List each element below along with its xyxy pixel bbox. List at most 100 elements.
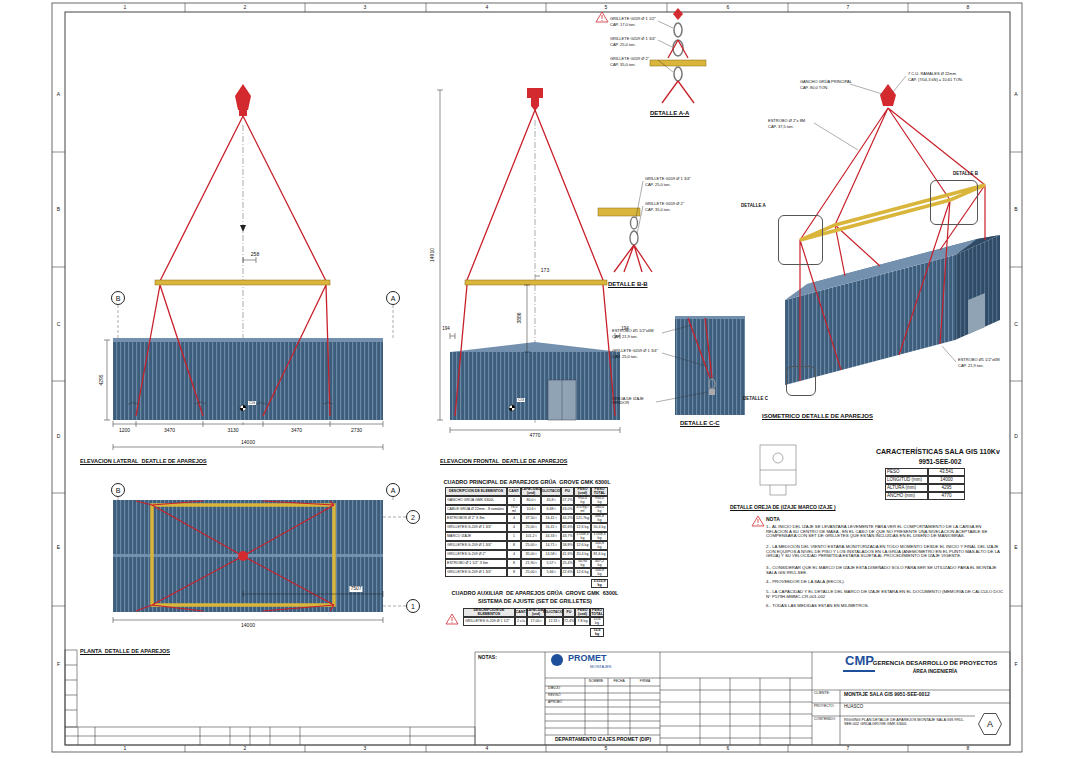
drawing-label: GRILLETE G209 Ø 1 3/4" — [612, 349, 658, 353]
table-cell: 2 c/u — [515, 617, 527, 626]
drawing-label: DETALLE A-A — [650, 110, 689, 117]
detail-b-b-part-part — [614, 245, 652, 272]
drawing-label: 194 — [442, 327, 450, 332]
table-cell: 72,4% — [563, 617, 575, 626]
table-cell: 7,8 kg — [575, 617, 590, 626]
title-block-grid-part — [545, 652, 812, 745]
drawing-label: 8 — [967, 746, 970, 752]
drawing-label: 4 — [486, 746, 489, 752]
grid-bubble: A — [386, 483, 400, 497]
isometric-view-part — [955, 235, 1000, 255]
drawing-label: D — [57, 434, 61, 440]
drawing-label: E — [57, 545, 60, 551]
drawing-label: ELEVACION FRONTAL DEATLLE DE APAREJOS — [440, 458, 567, 464]
detail-b-b-part — [598, 208, 640, 216]
drawing-label: CLIENTE: — [814, 692, 830, 696]
detail-frame: DETALLE B — [930, 180, 978, 225]
table-cell: 50,4 kg — [591, 523, 608, 532]
table-cell: 4 — [507, 550, 521, 559]
table-cell: 1 — [507, 532, 521, 541]
node-label: 2 — [411, 514, 415, 521]
drawing-label: GRILLETE G209 Ø 2" — [610, 57, 649, 61]
detail-a-a-part-part — [658, 21, 673, 72]
plan-view-part — [113, 591, 383, 623]
drawing-label: MONTAJES — [590, 665, 611, 669]
drawing-label: F — [1014, 662, 1017, 668]
table-cell: 65,6% — [561, 523, 574, 532]
drawing-label: 3470 — [291, 428, 302, 434]
drawing-label: CG — [248, 401, 256, 405]
drawing-label: SISTEMA DE AJUSTE (SET DE GRILLETES) — [478, 598, 592, 604]
isometric-view-part — [814, 76, 956, 362]
drawing-label: DETALLE OREJA DE (IZAJE MARCO IZAJE ) — [730, 505, 836, 511]
table-cell: 45,8 t — [541, 496, 561, 505]
table-cell: 20,4 kg — [574, 550, 591, 559]
drawing-label: CAP. (7/04,3 kN) = 10,61 TON. — [908, 78, 963, 82]
title-block-grid-part — [843, 670, 875, 672]
drawing-label: GANCHO GRÚA PRINCIPAL — [800, 80, 852, 84]
node-label: B — [116, 295, 121, 302]
drawing-label: B — [57, 207, 60, 213]
table-header-cell: SOLICITACION — [541, 487, 561, 496]
table-cell: 10,6 t — [521, 505, 541, 514]
isometric-view-part — [800, 185, 985, 240]
warning-symbol-part — [758, 519, 759, 523]
table-cell: 14,71 t — [541, 541, 561, 550]
drawing-label: 5 — [605, 5, 608, 11]
drawing-label: 6 — [727, 746, 730, 752]
detail-c-c-part-part — [656, 325, 708, 402]
table-cell: 22,6% — [561, 568, 574, 577]
drawing-label: 4295 — [99, 374, 105, 385]
isometric-view-part — [880, 84, 896, 106]
drawing-label: PROYECTO: — [814, 705, 835, 709]
detail-c-c-part — [688, 318, 712, 378]
table-cell: 21,90 t — [521, 559, 541, 568]
table-cell: 486,8 kg — [591, 514, 608, 523]
table-header-cell: SOLICITACION — [545, 608, 563, 617]
drawing-label: 7 — [847, 746, 850, 752]
detail-a-a-part-part — [674, 67, 682, 81]
side-elevation-part — [240, 405, 246, 411]
title-block-grid-part — [65, 650, 77, 727]
table-header-cell: FU — [561, 487, 574, 496]
drawing-label: CONTENIDO: — [814, 718, 836, 722]
detail-c-c-part — [675, 316, 745, 319]
drawing-label: REVISÓ — [548, 694, 560, 698]
drawing-label: 2 — [244, 746, 247, 752]
table-cell: 25,00 t — [521, 523, 541, 532]
side-elevation-part — [113, 340, 383, 420]
table-cell: 57,2% — [561, 496, 574, 505]
table-cell: GRILLETES G-209 Ø 1 3/4" — [445, 541, 507, 550]
drawing-label: CARACTERÍSTICAS SALA GIS 110Kv — [876, 448, 1000, 456]
drawing-label: ESTROBO Ø1 1/2"x6M — [958, 358, 1000, 362]
drawing-label: CG — [517, 398, 525, 402]
side-elevation-part — [235, 84, 251, 116]
side-elevation-part-part — [136, 116, 330, 416]
warning-symbol-part — [452, 617, 453, 621]
plan-view-part — [113, 500, 383, 612]
table-cell: 4 — [507, 523, 521, 532]
table-cell: 44,2% — [561, 514, 574, 523]
drawing-label: CAP. 21,9 ton. — [612, 335, 638, 339]
table-cell: 121,7kg — [574, 514, 591, 523]
drawing-label: C — [1014, 322, 1018, 328]
detail-frame: DETALLE C — [786, 366, 816, 396]
table-cell: ANCHO (mm) — [885, 492, 928, 500]
table-header-cell: CANT. — [515, 608, 527, 617]
sheet-border-part — [65, 12, 1010, 745]
table-header-cell: PESO TOTAL — [590, 608, 604, 617]
grid-bubble: 1 — [406, 599, 420, 613]
table-cell: 78,0 ml — [507, 505, 521, 514]
drawing-label: 1 — [124, 5, 127, 11]
drawing-label: CAP. 21,9 ton. — [958, 364, 984, 368]
drawing-label: 7507 — [349, 586, 362, 592]
table-cell: 8 — [507, 559, 521, 568]
table-cell: 4 — [507, 514, 521, 523]
drawing-label: CAP. 25,0 ton. — [610, 43, 636, 47]
drawing-label: CAP. 80,0 TON. — [800, 86, 828, 90]
title-block-grid-part — [812, 690, 1010, 745]
plan-view-part — [136, 501, 334, 611]
title-block-grid-part — [65, 665, 77, 710]
table-cell: 25,00 t — [521, 541, 541, 550]
drawing-label: APROBÓ — [548, 701, 562, 705]
